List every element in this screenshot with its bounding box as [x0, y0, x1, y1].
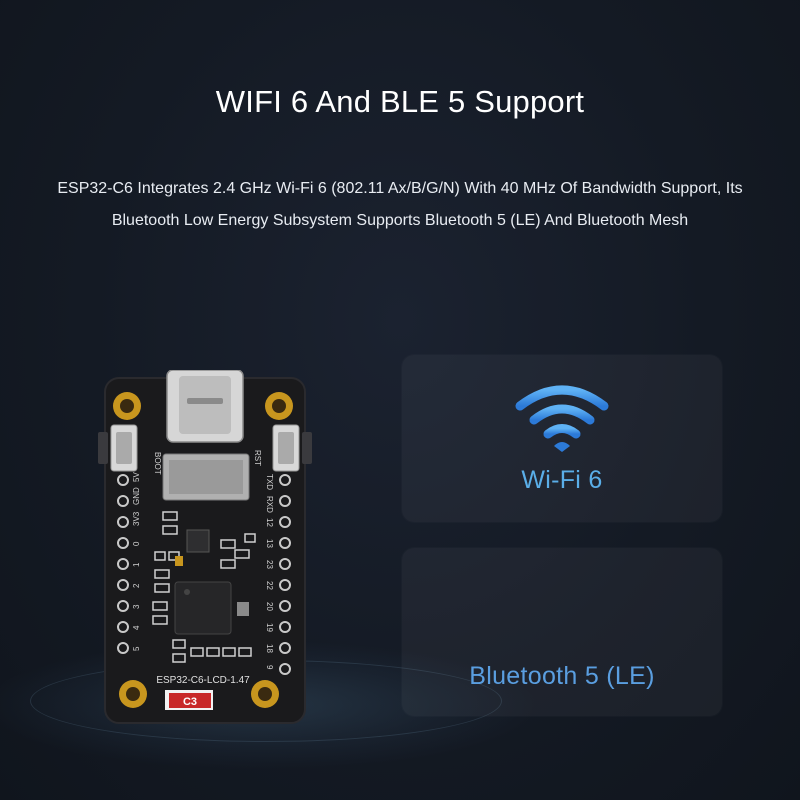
- pin-label-right-8: 18: [265, 644, 274, 653]
- boot-label: BOOT: [153, 452, 162, 475]
- bluetooth-feature-label: Bluetooth 5 (LE): [469, 662, 655, 690]
- wifi-feature-label: Wi-Fi 6: [521, 466, 603, 494]
- pin-label-left-6: 3: [132, 604, 141, 609]
- pin-label-right-9: 9: [265, 665, 274, 670]
- description-line-1: ESP32-C6 Integrates 2.4 GHz Wi-Fi 6 (802…: [57, 180, 743, 197]
- bluetooth-feature-card: Bluetooth 5 (LE): [402, 548, 722, 716]
- pin-label-right-3: 13: [265, 539, 274, 548]
- pin-label-left-0: 5V: [132, 472, 141, 482]
- pin-label-right-4: 23: [265, 560, 274, 569]
- pin-label-left-7: 4: [132, 625, 141, 630]
- pin-label-left-3: 0: [132, 541, 141, 546]
- pin-label-left-5: 2: [132, 583, 141, 588]
- chip-tag-label: C3: [183, 696, 197, 708]
- pin-label-right-6: 20: [265, 602, 274, 611]
- pin-label-right-7: 19: [265, 623, 274, 632]
- description-line-2: Bluetooth Low Energy Subsystem Supports …: [111, 212, 689, 229]
- pin-label-left-4: 1: [132, 562, 141, 567]
- pin-label-left-2: 3V3: [132, 511, 141, 526]
- pin-label-left-1: GND: [132, 487, 141, 505]
- page-title: WIFI 6 And BLE 5 Support: [215, 84, 585, 119]
- esp32-c6-board-image: C3 ESP32-C6-LCD-1.47 BOOT RST 5V GND 3V3…: [98, 370, 312, 724]
- pin-label-right-5: 22: [265, 581, 274, 590]
- pin-label-right-2: 12: [265, 518, 274, 527]
- pin-label-left-8: 5: [132, 646, 141, 651]
- wifi-feature-card: Wi-Fi 6: [402, 355, 722, 522]
- pin-label-right-1: RXD: [265, 496, 274, 513]
- pin-label-right-0: TXD: [265, 474, 274, 490]
- board-model-label: ESP32-C6-LCD-1.47: [156, 675, 250, 686]
- rst-label: RST: [253, 450, 262, 466]
- wifi-icon: [515, 385, 609, 452]
